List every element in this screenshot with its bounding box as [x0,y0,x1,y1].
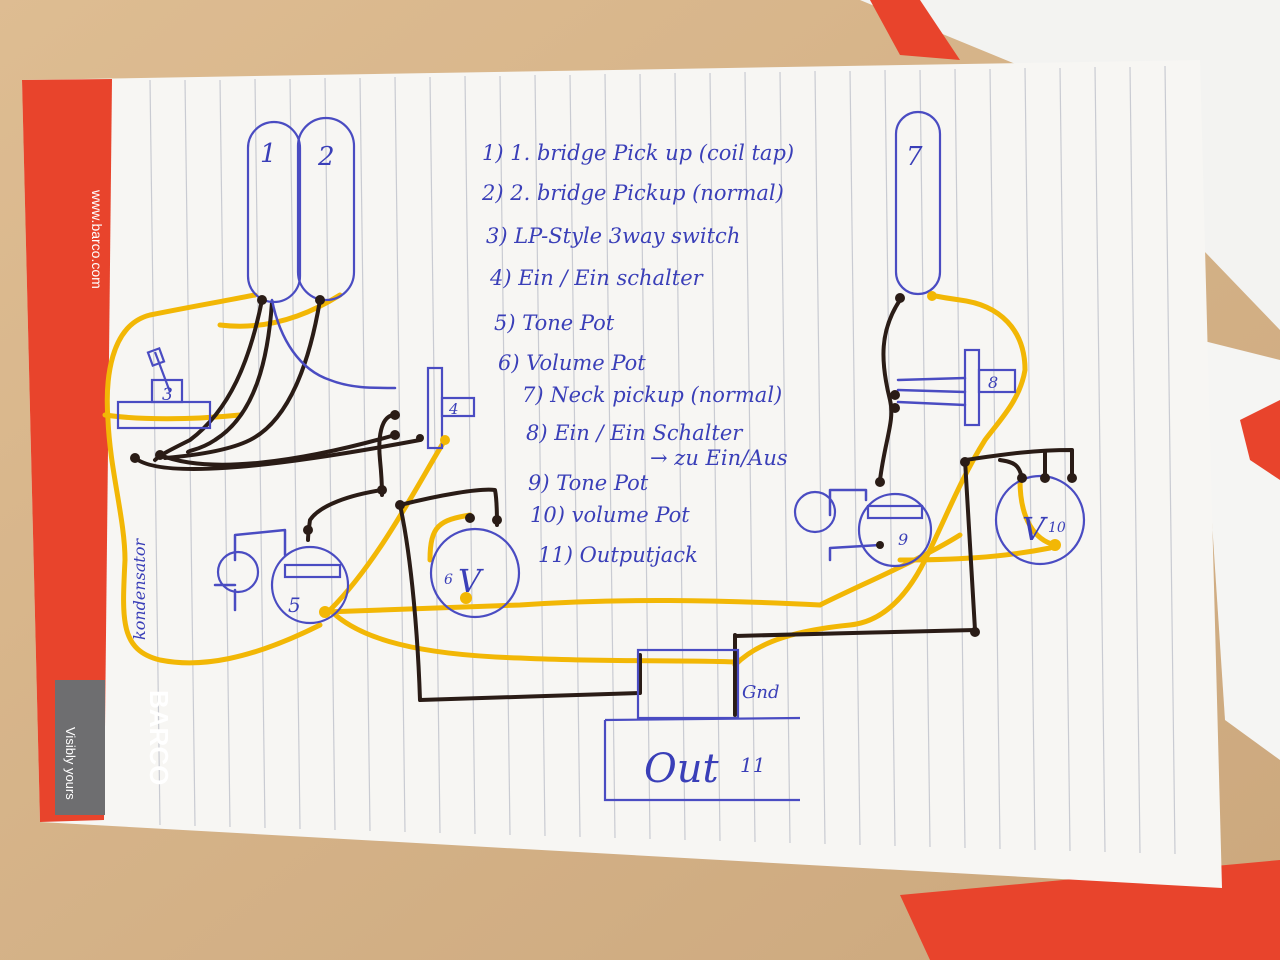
legend-item-11: 11) Outputjack [538,543,698,567]
pickup-7-label: 7 [906,142,923,172]
legend-item-3: 3) LP-Style 3way switch [486,224,740,248]
yellow-wires [102,292,1058,668]
switch-4: 4 [426,366,476,450]
legend-item-8-note: → zu Ein/Aus [650,446,788,470]
pickup-2: 2 [296,116,356,302]
legend-item-1: 1) 1. bridge Pick up (coil tap) [482,141,794,165]
legend-item-8: 8) Ein / Ein Schalter [526,421,744,445]
legend-list: 1) 1. bridge Pick up (coil tap) 2) 2. br… [481,141,794,567]
kondensator-label: kondensator [130,538,149,640]
pickup-2-label: 2 [317,142,335,172]
switch-3-label: 3 [162,385,173,405]
output-jack: Gnd Out 11 [603,648,801,802]
pickup-1: 1 [246,120,302,304]
pot-5-label: 5 [288,593,301,617]
switch-3: 3 [116,346,212,430]
legend-item-2: 2) 2. bridge Pickup (normal) [481,181,784,205]
brand-logo: BARCO [144,690,174,785]
capacitor-left-icon [216,550,260,594]
gnd-label: Gnd [742,682,780,703]
legend-item-4: 4) Ein / Ein schalter [489,266,705,290]
legend-item-9: 9) Tone Pot [528,471,649,495]
brand-sidebar [22,79,112,822]
out-label: Out [644,746,720,792]
pot-9: 9 [857,492,933,568]
brand-tagline: Visibly yours [63,727,78,800]
switch-8: 8 [963,348,1017,427]
legend-item-10: 10) volume Pot [530,503,690,527]
pot-9-label: 9 [898,530,908,549]
pickup-1-label: 1 [260,139,277,169]
pot-5: 5 [270,545,350,625]
yellow-solder-points [319,291,1061,618]
legend-item-6: 6) Volume Pot [498,351,646,375]
pot-6-label: 6 [444,572,453,588]
switch-4-label: 4 [448,400,459,418]
brand-logo-box [55,680,105,815]
pot-10-label: 10 [1048,520,1066,536]
capacitor-right-icon [793,490,837,534]
ruled-lines [149,65,1176,855]
pickup-7: 7 [894,110,942,296]
pot-10-v-label: V [1022,510,1048,548]
pot-10: V 10 [994,474,1086,566]
legend-item-7: 7) Neck pickup (normal) [522,383,782,407]
switch-8-label: 8 [988,373,998,392]
sidebar-url: www.barco.com [89,189,105,289]
out-number-label: 11 [740,753,765,777]
legend-item-5: 5) Tone Pot [494,311,615,335]
solder-points [130,293,1077,637]
